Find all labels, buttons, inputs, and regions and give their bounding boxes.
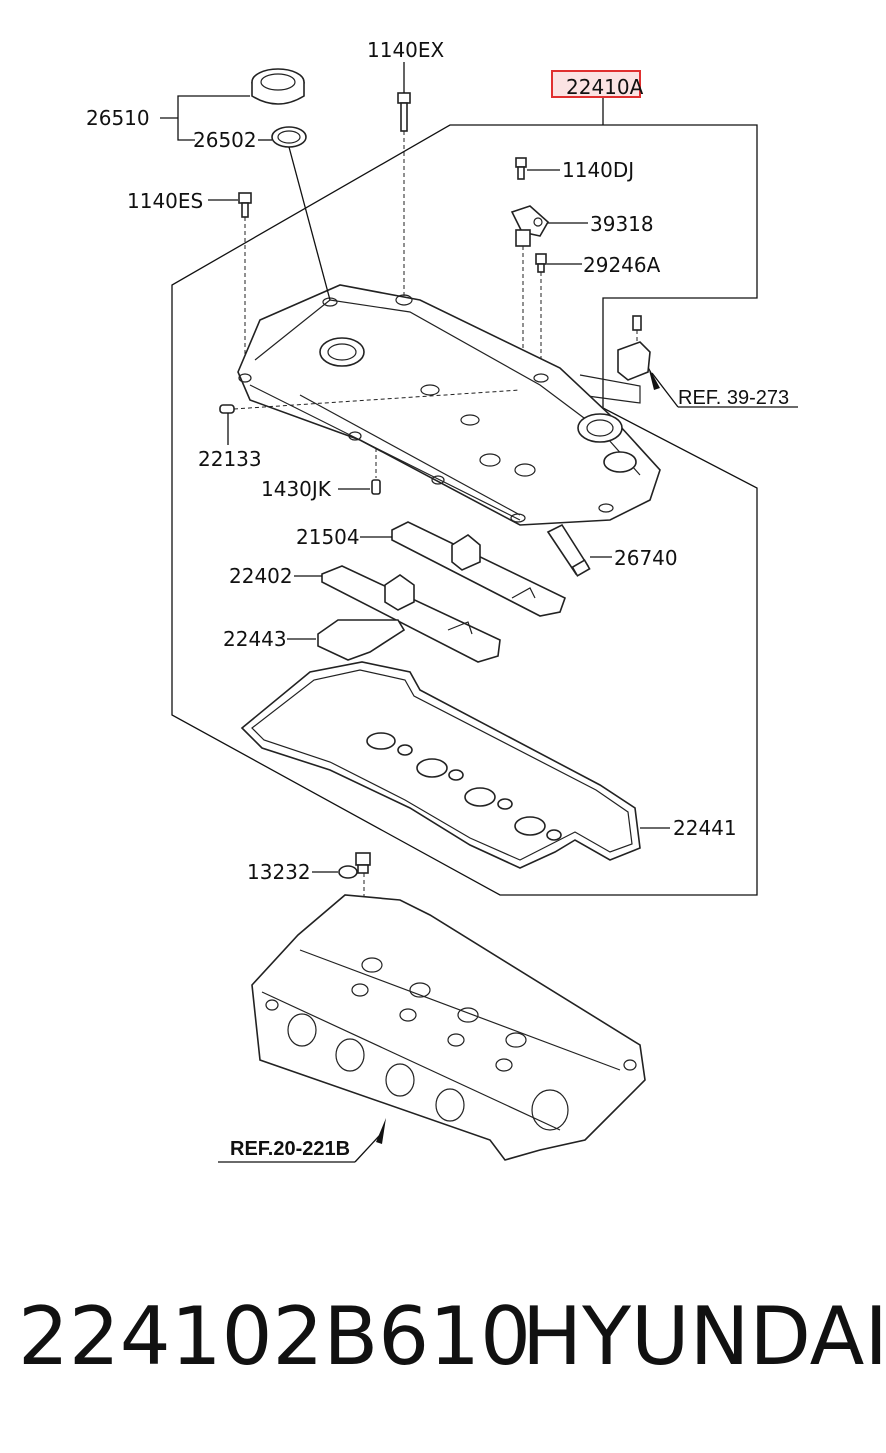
- label-22410A: 22410A: [566, 75, 644, 99]
- part-number: 224102B610: [18, 1290, 531, 1383]
- cap-gasket: [271, 126, 307, 148]
- highlight-box-22410A: [551, 70, 641, 98]
- label-22402: 22402: [229, 564, 293, 588]
- label-22441: 22441: [673, 816, 737, 840]
- oil-filler-cap: [251, 68, 305, 105]
- gasket-22443: [317, 619, 406, 661]
- label-21504: 21504: [296, 525, 360, 549]
- label-1140DJ: 1140DJ: [562, 158, 634, 182]
- plug-29246A: [535, 253, 547, 273]
- assembly-boundary: [171, 124, 758, 896]
- stud-1430JK: [371, 479, 381, 495]
- label-ref-20-221B: REF.20-221B: [230, 1138, 350, 1160]
- label-29246A: 29246A: [583, 253, 661, 277]
- bolt-1140ES: [238, 192, 252, 218]
- label-22443: 22443: [223, 627, 287, 651]
- label-26740: 26740: [614, 546, 678, 570]
- bolt-1140DJ: [515, 157, 527, 180]
- pcv-valve: [546, 523, 591, 577]
- label-26510: 26510: [86, 106, 150, 130]
- dowel-pin-22133: [219, 404, 235, 414]
- valve-cover: [237, 284, 661, 526]
- label-ref-39-273: REF. 39-273: [678, 387, 789, 409]
- label-39318: 39318: [590, 212, 654, 236]
- label-1140ES: 1140ES: [127, 189, 203, 213]
- plug-13232: [338, 852, 371, 879]
- ref-sensor-39-273: [579, 315, 651, 404]
- label-1140EX: 1140EX: [367, 38, 445, 62]
- label-22133: 22133: [198, 447, 262, 471]
- cam-position-sensor: [510, 205, 550, 247]
- cylinder-head: [251, 894, 646, 1161]
- cover-gasket-22441: [240, 661, 641, 869]
- bolt-1140EX: [397, 92, 411, 132]
- label-1430JK: 1430JK: [261, 477, 332, 501]
- brand-name: HYUNDAI: [522, 1290, 886, 1383]
- baffle-plate-21504: [391, 521, 566, 617]
- label-26502: 26502: [193, 128, 257, 152]
- oil-separator-plate-22402: [321, 565, 501, 663]
- label-13232: 13232: [247, 860, 311, 884]
